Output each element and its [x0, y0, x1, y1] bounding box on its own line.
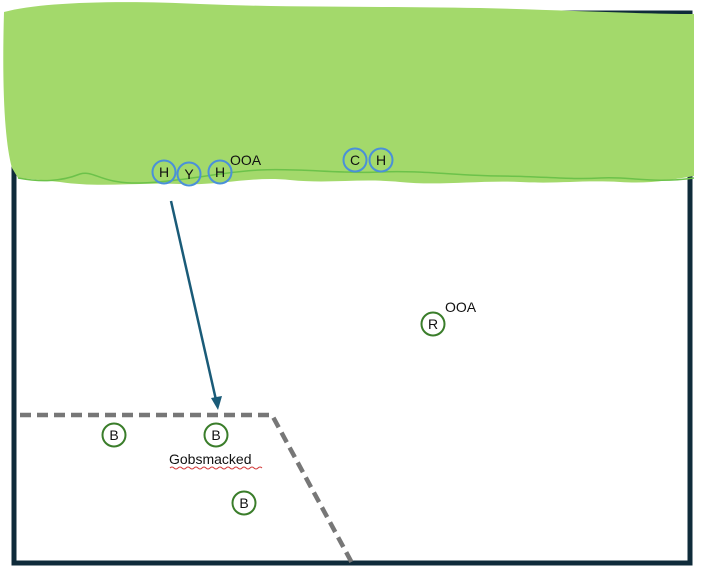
- ooa-label-r: OOA: [445, 299, 477, 315]
- dashed-boundary: [20, 412, 354, 565]
- marker-r: R: [420, 311, 446, 337]
- marker-label: H: [376, 152, 386, 168]
- marker-label: Y: [184, 166, 194, 182]
- marker-label: B: [211, 427, 220, 443]
- marker-label: H: [215, 164, 225, 180]
- gobsmacked-label: Gobsmacked: [169, 451, 251, 467]
- marker-b-1: B: [101, 422, 127, 448]
- marker-label: B: [109, 427, 118, 443]
- marker-b-2: B: [203, 422, 229, 448]
- marker-b-3: B: [231, 490, 257, 516]
- marker-c: C: [342, 147, 368, 173]
- marker-label: H: [159, 164, 169, 180]
- marker-h-1: H: [151, 159, 177, 185]
- arrow-shaft: [169, 200, 218, 401]
- spellcheck-underline: [169, 466, 263, 470]
- green-zone-edge: [17, 168, 695, 184]
- marker-label: C: [350, 152, 360, 168]
- marker-label: R: [428, 316, 438, 332]
- arrow-down-icon: [211, 396, 222, 410]
- marker-h-3: H: [368, 147, 394, 173]
- ooa-label-green-zone: OOA: [230, 152, 262, 168]
- marker-label: B: [239, 495, 248, 511]
- marker-y: Y: [176, 161, 202, 187]
- marker-h-2: H: [207, 159, 233, 185]
- green-zone: [3, 2, 695, 185]
